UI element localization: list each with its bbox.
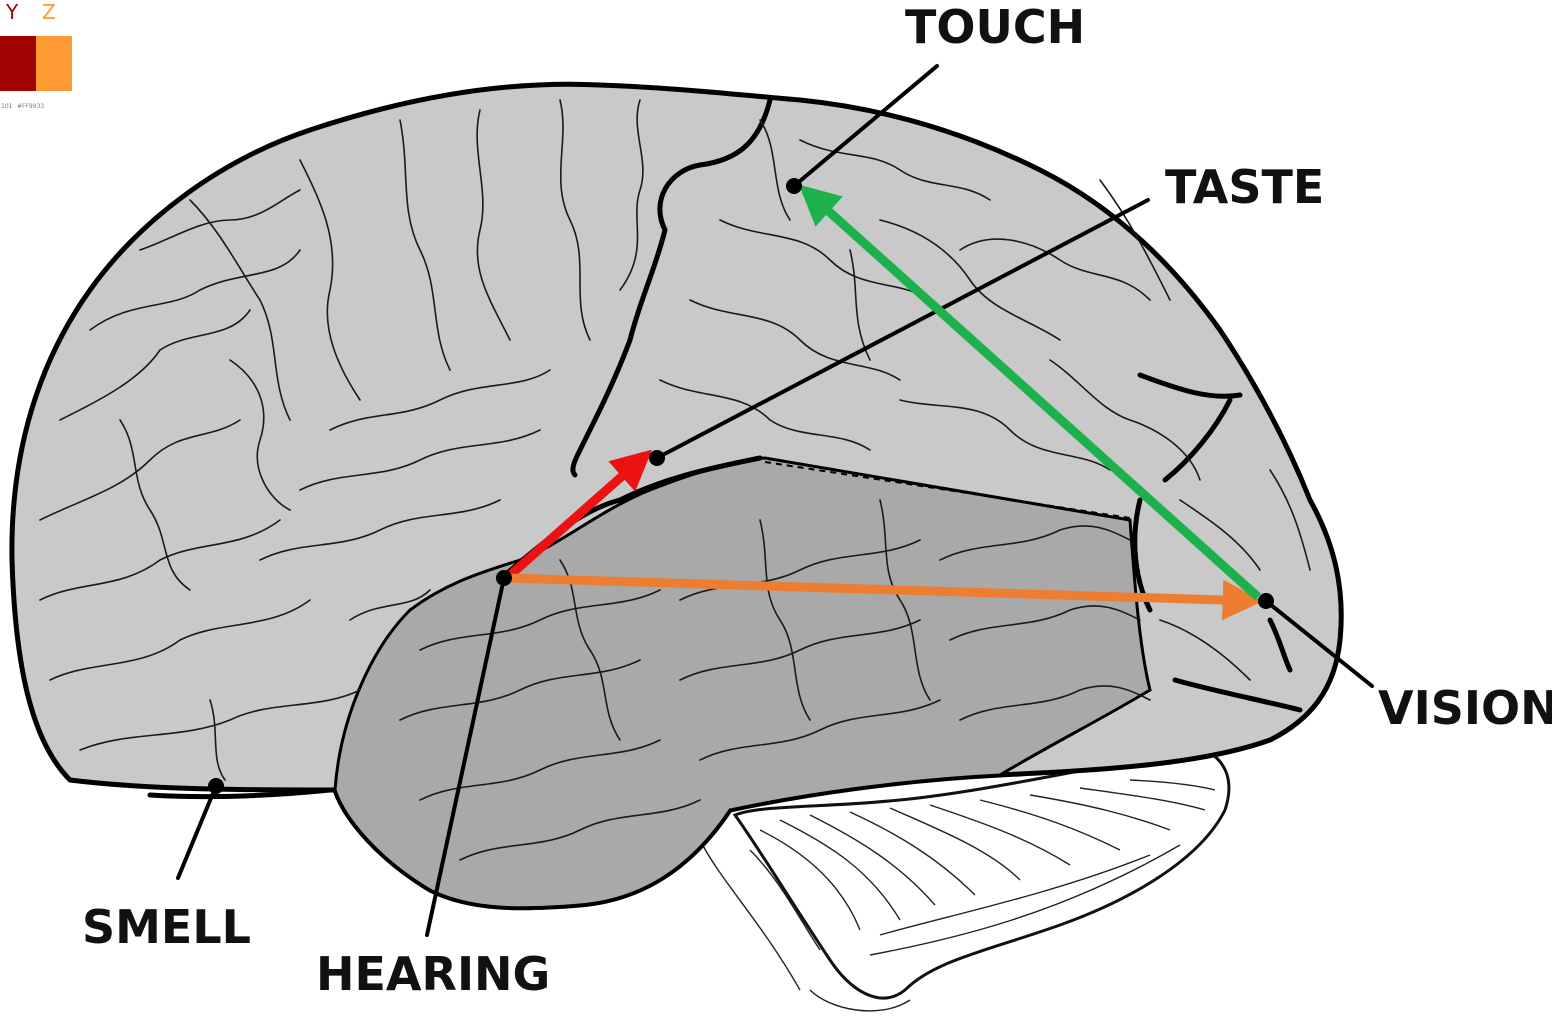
vision-dot bbox=[1258, 593, 1274, 609]
swatch-code-y: 101 bbox=[1, 103, 13, 110]
touch-label: TOUCH bbox=[905, 0, 1085, 54]
touch-dot bbox=[786, 178, 802, 194]
color-swatch-legend: Y Z 101 #FF9933 bbox=[0, 0, 72, 110]
taste-label: TASTE bbox=[1165, 160, 1324, 214]
swatch-dark-red bbox=[0, 36, 36, 91]
swatch-letter-y: Y bbox=[5, 0, 19, 24]
hearing-dot bbox=[496, 570, 512, 586]
smell-label: SMELL bbox=[82, 900, 251, 954]
smell-dot bbox=[208, 778, 224, 794]
hearing-label: HEARING bbox=[316, 947, 550, 1001]
taste-dot bbox=[649, 450, 665, 466]
swatch-letter-z: Z bbox=[42, 0, 56, 24]
swatch-code-z: #FF9933 bbox=[17, 103, 44, 110]
smell-leader-line bbox=[178, 786, 216, 878]
vision-label: VISION bbox=[1378, 681, 1552, 735]
swatch-orange bbox=[36, 36, 72, 91]
